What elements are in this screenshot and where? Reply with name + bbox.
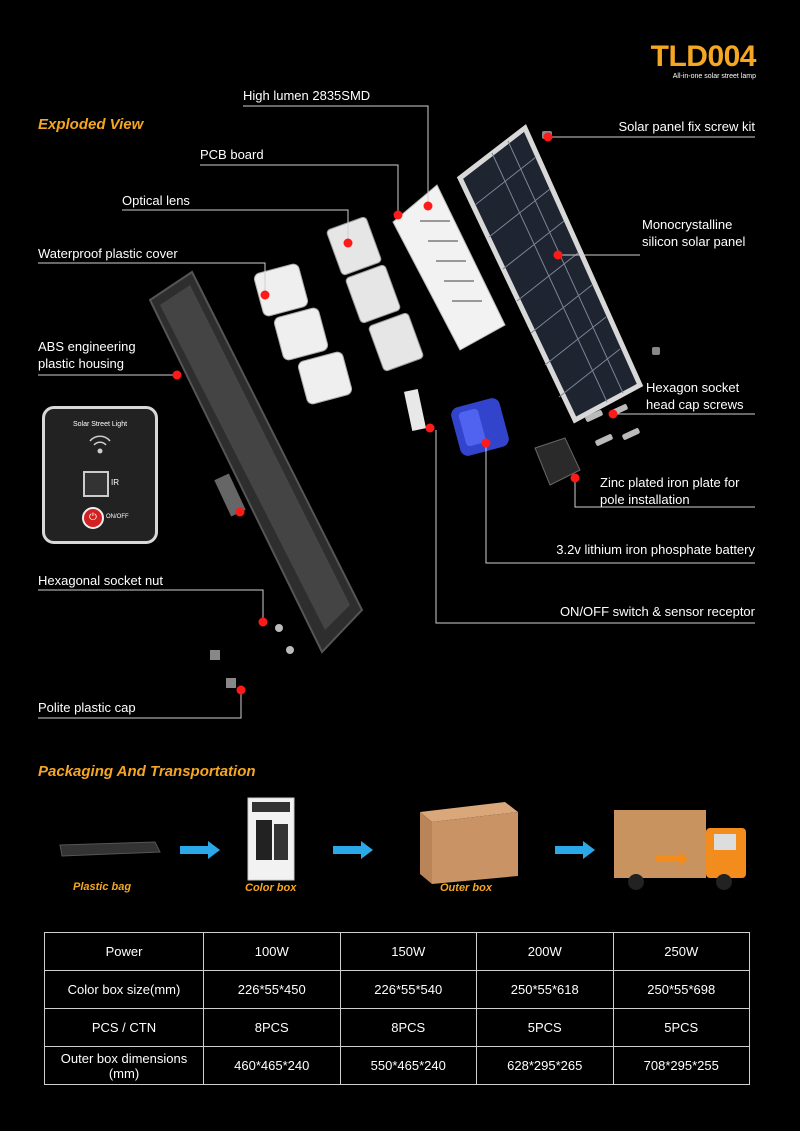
table-cell: 250*55*618 (476, 970, 614, 1009)
packaging-illustration (59, 797, 746, 890)
ir-sensor-icon (83, 471, 109, 497)
iron-plate-illustration (534, 437, 581, 486)
brand-title: TLD004 (650, 40, 757, 73)
label-nut: Hexagonal socket nut (38, 573, 164, 588)
table-header-cell: 100W (203, 932, 341, 971)
label-housing-line1: ABS engineering (38, 339, 136, 354)
table-cell: 250*55*698 (612, 970, 750, 1009)
flow-arrows (180, 841, 595, 859)
pack-label-color-box: Color box (245, 882, 297, 894)
panel-bracket-illustration (652, 347, 660, 355)
label-plate-line2: pole installation (600, 492, 690, 507)
table-cell: 460*465*240 (203, 1046, 341, 1085)
housing-illustration (148, 270, 364, 654)
table-row-label: Color box size(mm) (44, 970, 204, 1009)
label-pcb: PCB board (200, 147, 264, 162)
table-header-cell: 250W (612, 932, 750, 971)
label-led: High lumen 2835SMD (243, 88, 371, 103)
leader-lines (38, 105, 755, 719)
table-row: Color box size(mm) 226*55*450 226*55*540… (44, 970, 750, 1009)
battery-illustration (451, 398, 509, 456)
solar-panel-illustration (456, 124, 644, 424)
plastic-bag-illustration (59, 841, 161, 857)
table-cell: 226*55*540 (339, 970, 477, 1009)
label-battery: 3.2v lithium iron phosphate battery (556, 542, 755, 557)
color-box-illustration (247, 797, 295, 881)
outer-box-illustration (420, 802, 518, 884)
pack-label-plastic-bag: Plastic bag (73, 881, 132, 893)
table-header-cell: 150W (339, 932, 477, 971)
waterproof-cover-illustration (253, 263, 353, 405)
table-cell: 628*295*265 (476, 1046, 614, 1085)
label-hex-line2: head cap screws (646, 397, 744, 412)
table-row: PCS / CTN 8PCS 8PCS 5PCS 5PCS (44, 1008, 750, 1047)
pcb-board-illustration (392, 184, 506, 351)
remote-title: Solar Street Light (72, 421, 128, 428)
table-cell: 8PCS (339, 1008, 477, 1047)
table-cell: 5PCS (476, 1008, 614, 1047)
brand-subtitle: All-in-one solar street lamp (672, 73, 756, 80)
table-row-label: Outer box dimensions (mm) (44, 1046, 204, 1085)
table-cell: 226*55*450 (203, 970, 341, 1009)
power-button-icon: ⏻ (82, 507, 104, 529)
table-cell: 8PCS (203, 1008, 341, 1047)
label-panel-line1: Monocrystalline (642, 217, 733, 232)
label-panel-line2: silicon solar panel (642, 234, 746, 249)
packaging-title: Packaging And Transportation (38, 763, 256, 780)
remote-onoff-label: ON/OFF (106, 514, 129, 520)
cap-illustration (210, 650, 236, 688)
optical-lens-illustration (326, 216, 424, 372)
signal-icon (89, 435, 111, 454)
table-cell: 5PCS (612, 1008, 750, 1047)
nut-illustration (275, 624, 294, 654)
remote-control: Solar Street Light IR ⏻ ON/OFF (42, 406, 158, 544)
table-row: Outer box dimensions (mm) 460*465*240 55… (44, 1046, 750, 1085)
label-hex-line1: Hexagon socket (646, 380, 740, 395)
spec-table: Power 100W 150W 200W 250W Color box size… (44, 932, 750, 1085)
label-lens: Optical lens (122, 193, 190, 208)
table-header-cell: 200W (476, 932, 614, 971)
callout-dots (172, 132, 618, 695)
label-switch: ON/OFF switch & sensor receptor (559, 604, 755, 619)
table-row-label: PCS / CTN (44, 1008, 204, 1047)
table-cell: 550*465*240 (339, 1046, 477, 1085)
switch-illustration (403, 388, 427, 432)
label-screw-kit: Solar panel fix screw kit (618, 119, 755, 134)
label-cap: Polite plastic cap (38, 700, 136, 715)
exploded-view-illustration (38, 105, 755, 719)
label-housing-line2: plastic housing (38, 356, 124, 371)
table-header-cell: Power (44, 932, 204, 971)
label-cover: Waterproof plastic cover (38, 246, 178, 261)
pack-label-outer-box: Outer box (440, 882, 492, 894)
remote-ir-label: IR (111, 478, 119, 487)
label-plate-line1: Zinc plated iron plate for (600, 475, 740, 490)
table-header-row: Power 100W 150W 200W 250W (44, 932, 750, 971)
exploded-view-title: Exploded View (38, 116, 144, 133)
table-cell: 708*295*255 (612, 1046, 750, 1085)
delivery-truck-illustration (614, 810, 746, 890)
